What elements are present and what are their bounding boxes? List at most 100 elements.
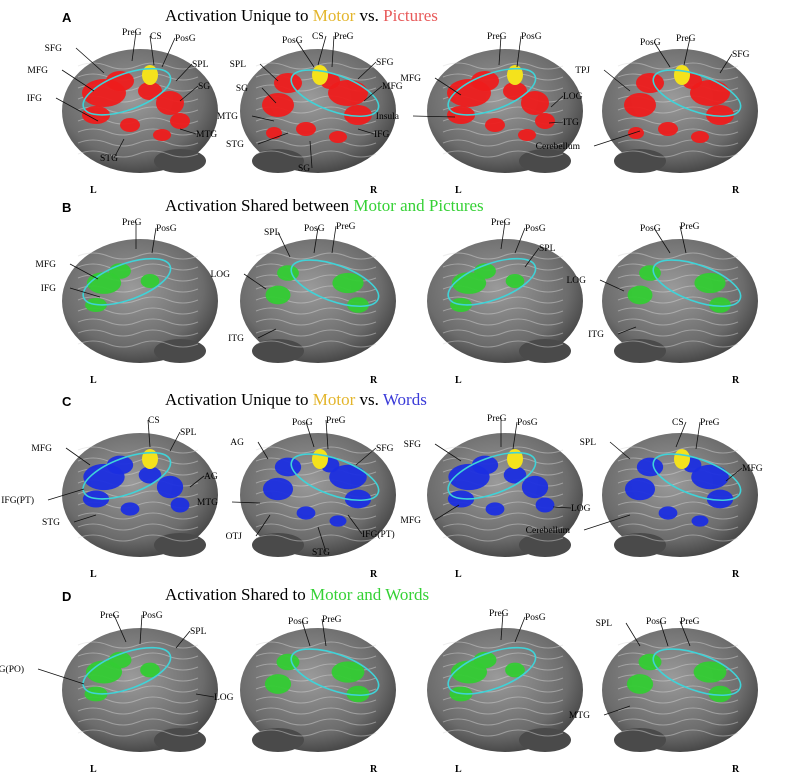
region-label: MFG [400,74,421,84]
leader-line [653,227,671,254]
leader-line [257,441,269,460]
gyri-texture [77,534,199,542]
leader-line [514,616,526,643]
region-label: SFG [376,58,394,68]
leader-line [603,705,631,716]
leader-line [593,130,641,147]
region-label: PreG [487,414,507,424]
hemisphere-side-label: L [455,569,462,580]
leader-line [719,53,733,74]
gyri-texture [255,652,377,660]
region-label: IFG [374,130,389,140]
leader-line [434,504,460,521]
gyri-texture [255,150,377,158]
gyri-texture [442,652,564,660]
leader-line [73,514,97,523]
leader-line [75,47,105,74]
activation-blob [505,662,525,678]
cerebellum-shape [252,533,304,557]
gyri-texture [77,718,199,726]
activation-blob [296,122,316,136]
leader-line [363,85,383,102]
gyri-texture [255,641,377,649]
hemisphere-side-label: R [732,764,740,775]
leader-line [113,138,125,159]
activation-blob [638,653,662,671]
panel-title: Activation Unique to Motor vs. Words [165,390,427,410]
hemisphere-side-label: R [732,185,740,196]
motor-activation-blob [312,449,328,469]
activation-blob [691,464,729,490]
leader-line [725,467,743,482]
cerebellum-shape [519,149,571,173]
gyri-texture [442,150,564,158]
gyri-texture [255,512,377,520]
region-label: MFG [35,260,56,270]
region-label: MTG [197,498,218,508]
region-label: SPL [596,619,613,629]
activation-blob [344,489,372,509]
region-label: MFG [382,82,403,92]
region-label: ITG [588,330,604,340]
leader-line [257,132,289,145]
motor-activation-blob [674,449,690,469]
activation-blob [626,674,654,694]
activation-blob [503,82,527,100]
leader-line [255,514,271,537]
leader-line [331,35,335,68]
leader-line [683,37,691,66]
motor-region-oval [652,259,742,308]
motor-activation-blob [507,65,523,85]
activation-blob [485,118,505,132]
leader-line [675,421,687,448]
motor-region-oval [82,67,172,116]
region-label: ITG [228,334,244,344]
gyri-texture [442,457,564,465]
activation-blob [471,455,499,475]
region-label: STG [100,154,118,164]
gyri-texture [77,512,199,520]
region-label: PreG [322,615,342,625]
activation-blob [693,661,727,683]
region-label: SPL [190,627,207,637]
motor-region-oval [290,259,380,308]
activation-blob [138,466,162,484]
leader-line [309,140,313,169]
gyri-texture [255,340,377,348]
gyri-texture [255,696,377,704]
motor-region-oval [447,451,537,500]
leader-line [550,95,564,108]
gyri-texture [255,329,377,337]
leader-line [179,128,197,135]
gyri-texture [77,252,199,260]
gyri-texture [77,62,199,70]
gyri-texture [617,150,739,158]
cerebellum-shape [614,149,666,173]
leader-line [139,614,143,645]
activation-blob [296,506,316,520]
activation-blob [329,515,347,527]
region-label: SPL [230,60,247,70]
motor-region-oval [652,453,742,502]
leader-line [500,221,506,250]
gyri-texture [617,62,739,70]
gyri-texture [617,534,739,542]
region-label: PreG [122,218,142,228]
activation-blob [106,71,134,91]
leader-line [243,273,267,290]
leader-line [512,421,518,450]
gyri-texture [255,707,377,715]
gyri-texture [442,139,564,147]
activation-blob [331,661,365,683]
region-label: LOG [210,270,230,280]
title-segment: Activation Unique to [165,390,313,409]
leader-line [195,693,215,698]
hemisphere-side-label: L [455,375,462,386]
region-label: PosG [521,32,542,42]
